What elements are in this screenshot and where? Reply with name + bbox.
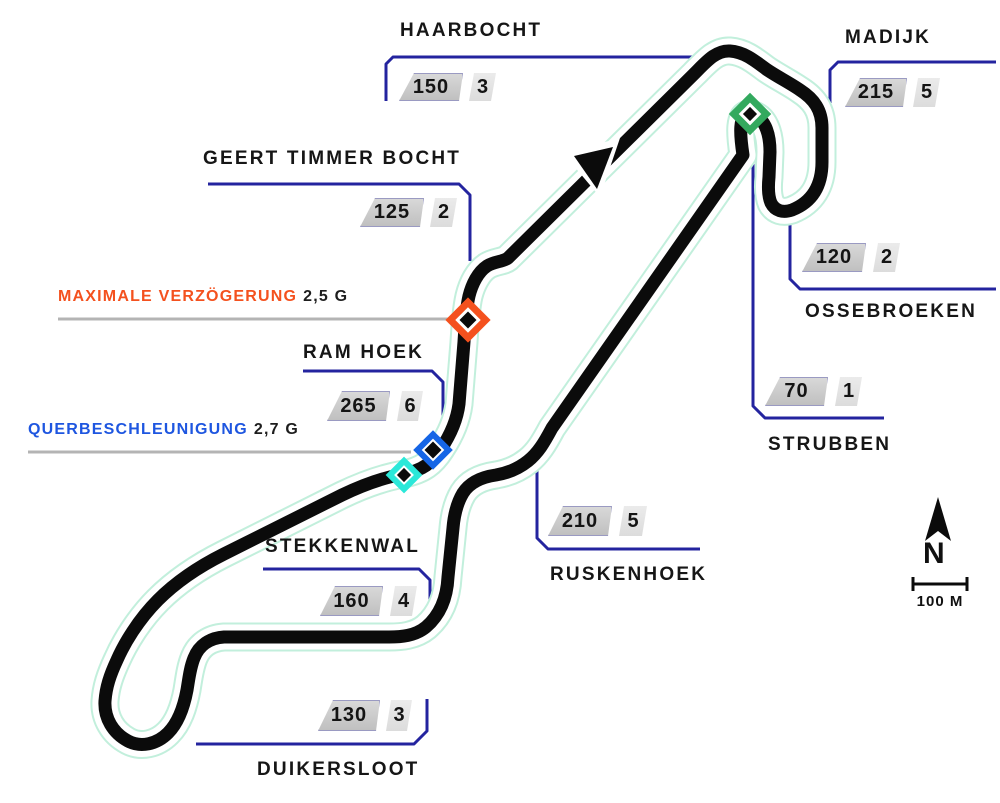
corner-name-madijk: MADIJK (845, 27, 932, 48)
lateral-acceleration-text: QUERBESCHLEUNIGUNG (28, 421, 248, 438)
gear-box-ruskenhoek: 5 (619, 506, 647, 536)
metric-underlines (28, 317, 449, 454)
gear-box-stekkenwal: 4 (390, 586, 417, 616)
lateral-acceleration-value: 2,7 G (253, 421, 299, 438)
corner-name-geert-timmer: GEERT TIMMER BOCHT (203, 148, 462, 169)
corner-name-ruskenhoek: RUSKENHOEK (550, 564, 708, 585)
leader-madijk (828, 60, 996, 103)
leader-ram-hoek (303, 369, 445, 429)
speed-box-ossebroeken: 120 (802, 243, 866, 272)
speed-box-duikersloot: 130 (318, 700, 380, 731)
leader-duikersloot (196, 699, 429, 746)
max-deceleration-label: MAXIMALE VERZÖGERUNG 2,5 G (58, 288, 348, 306)
leader-ruskenhoek (535, 466, 700, 551)
leader-geert-timmer (208, 182, 472, 261)
lateral-acceleration-label: QUERBESCHLEUNIGUNG 2,7 G (28, 421, 299, 439)
corner-name-ossebroeken: OSSEBROEKEN (805, 301, 978, 322)
scale-bar (911, 577, 969, 591)
corner-name-haarbocht: HAARBOCHT (400, 20, 543, 41)
corner-name-ram-hoek: RAM HOEK (303, 342, 425, 363)
corner-name-duikersloot: DUIKERSLOOT (257, 759, 420, 780)
speed-box-madijk: 215 (845, 78, 907, 107)
corner-name-stekkenwal: STEKKENWAL (265, 536, 420, 557)
direction-arrow-icon (563, 138, 620, 197)
leader-ossebroeken (788, 224, 996, 291)
corner-name-strubben: STRUBBEN (768, 434, 892, 455)
scale-label: 100 M (916, 593, 964, 610)
gear-box-strubben: 1 (835, 377, 862, 406)
gear-box-madijk: 5 (913, 78, 940, 107)
max-deceleration-text: MAXIMALE VERZÖGERUNG (58, 288, 298, 305)
max-deceleration-value: 2,5 G (303, 288, 349, 305)
gear-box-geert-timmer: 2 (430, 198, 457, 227)
gear-box-haarbocht: 3 (469, 73, 496, 101)
north-arrow-icon (925, 497, 951, 541)
gear-box-ram-hoek: 6 (397, 391, 423, 421)
compass-graphics (911, 497, 969, 591)
leader-lines (196, 55, 996, 746)
gear-box-duikersloot: 3 (386, 700, 412, 731)
leader-strubben (751, 132, 884, 420)
gear-box-ossebroeken: 2 (873, 243, 900, 272)
leader-haarbocht (384, 55, 697, 101)
compass-north-label: N (923, 537, 946, 570)
